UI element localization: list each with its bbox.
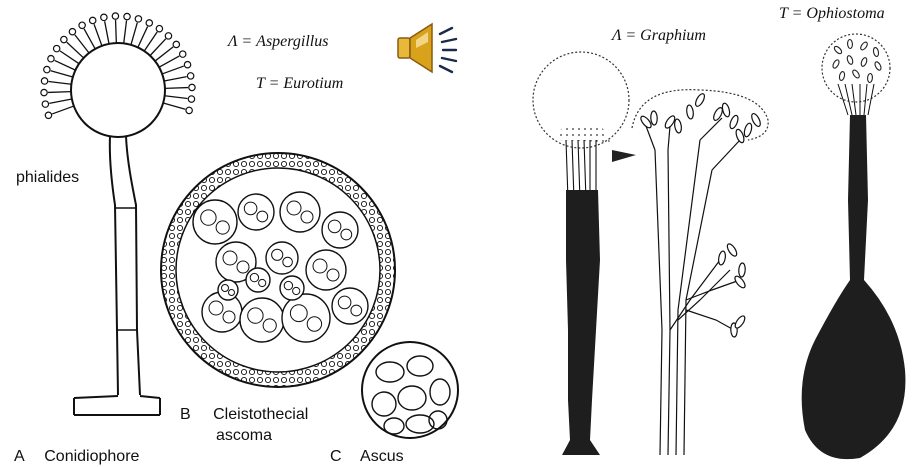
graphium-branched-conidiophore bbox=[632, 90, 768, 455]
conidium bbox=[79, 22, 85, 28]
conidium bbox=[188, 96, 194, 102]
arrowhead-marker bbox=[612, 150, 636, 162]
ophiostoma-perithecium bbox=[802, 34, 906, 459]
conidium bbox=[187, 73, 193, 79]
conidium bbox=[726, 242, 739, 257]
conidium bbox=[743, 122, 753, 137]
phialide bbox=[84, 29, 95, 49]
phialide bbox=[49, 81, 72, 84]
label-graphium: Λ = Graphium bbox=[612, 27, 706, 45]
caption-b-text-line1: Cleistothecial bbox=[213, 406, 308, 423]
conidium bbox=[165, 33, 171, 39]
conidium bbox=[173, 41, 179, 47]
conidium bbox=[69, 28, 75, 34]
conidium bbox=[48, 56, 54, 62]
phialide bbox=[131, 23, 137, 45]
speaker-glyph bbox=[396, 20, 458, 76]
conidium bbox=[41, 78, 47, 84]
caption-b: B Cleistothecial bbox=[180, 406, 308, 424]
phialide bbox=[48, 92, 71, 93]
caption-c-letter: C bbox=[330, 448, 342, 465]
conidium bbox=[721, 102, 731, 117]
label-ophiostoma: T = Ophiostoma bbox=[779, 5, 885, 23]
conidium bbox=[89, 17, 95, 23]
ascus bbox=[362, 342, 458, 438]
conidium bbox=[112, 13, 118, 19]
conidium bbox=[44, 66, 50, 72]
asci-inside-ascoma bbox=[193, 192, 368, 342]
caption-c: C Ascus bbox=[330, 448, 404, 466]
conidium bbox=[124, 13, 130, 19]
conidium bbox=[101, 14, 107, 20]
phialide bbox=[51, 71, 73, 77]
caption-a-letter: A bbox=[14, 448, 24, 465]
conidium bbox=[53, 45, 59, 51]
conidium bbox=[735, 128, 746, 143]
stalk-right-edge bbox=[126, 136, 140, 395]
conidium bbox=[61, 36, 67, 42]
caption-b-text-line2: ascoma bbox=[216, 427, 272, 445]
stalk-left-edge bbox=[110, 136, 118, 395]
conidium bbox=[718, 251, 727, 266]
phialide bbox=[165, 96, 188, 99]
phialide bbox=[75, 35, 89, 53]
conidium bbox=[41, 89, 47, 95]
phialide bbox=[67, 42, 84, 58]
phialide bbox=[55, 60, 76, 70]
phialide bbox=[94, 24, 102, 46]
ascus-wall bbox=[362, 342, 458, 438]
foot-cell-left bbox=[74, 396, 118, 398]
phialide bbox=[60, 51, 79, 64]
label-aspergillus: Λ = Aspergillus bbox=[228, 33, 328, 51]
label-eurotium: T = Eurotium bbox=[256, 75, 343, 93]
speaker-icon[interactable] bbox=[396, 20, 458, 76]
phialide bbox=[162, 66, 184, 74]
graphium-branches bbox=[646, 118, 740, 455]
conidium bbox=[184, 61, 190, 67]
aspergillus-conidiophore bbox=[41, 13, 195, 415]
conidium bbox=[728, 114, 739, 129]
phialide bbox=[164, 77, 187, 81]
vesicle bbox=[71, 43, 165, 137]
caption-a: A Conidiophore bbox=[14, 448, 139, 466]
phialide bbox=[52, 106, 74, 114]
conidium bbox=[686, 105, 694, 120]
conidium bbox=[186, 107, 192, 113]
phialide bbox=[124, 21, 127, 44]
conidium bbox=[189, 84, 195, 90]
phialide bbox=[105, 21, 109, 44]
conidium bbox=[738, 263, 745, 277]
conidium bbox=[674, 119, 683, 134]
caption-c-text: Ascus bbox=[360, 448, 404, 465]
graphium-synnema bbox=[533, 52, 629, 455]
conidium bbox=[135, 16, 141, 22]
foot-cell-right bbox=[140, 396, 160, 398]
conidium bbox=[733, 314, 746, 329]
phialide bbox=[138, 27, 148, 48]
conidium bbox=[146, 20, 152, 26]
conidium bbox=[42, 101, 48, 107]
cleistothecial-ascoma bbox=[161, 153, 395, 387]
caption-a-text: Conidiophore bbox=[44, 448, 139, 465]
phialide bbox=[116, 20, 117, 43]
caption-b-letter: B bbox=[180, 406, 191, 423]
phialide bbox=[150, 39, 166, 56]
conidium bbox=[650, 111, 657, 125]
conidium bbox=[45, 112, 51, 118]
phialide bbox=[163, 103, 185, 109]
phialide bbox=[49, 99, 72, 103]
conidium bbox=[156, 25, 162, 31]
phialide bbox=[155, 47, 173, 61]
graphium-dark-stalk bbox=[562, 190, 600, 455]
phialide bbox=[165, 88, 188, 89]
ophiostoma-spore-mass bbox=[822, 34, 890, 102]
phialide bbox=[159, 56, 179, 67]
conidium bbox=[694, 92, 706, 107]
label-phialides: phialides bbox=[16, 169, 79, 187]
conidium bbox=[180, 51, 186, 57]
phialide bbox=[144, 32, 157, 51]
ophiostoma-neck-and-base bbox=[802, 115, 906, 459]
